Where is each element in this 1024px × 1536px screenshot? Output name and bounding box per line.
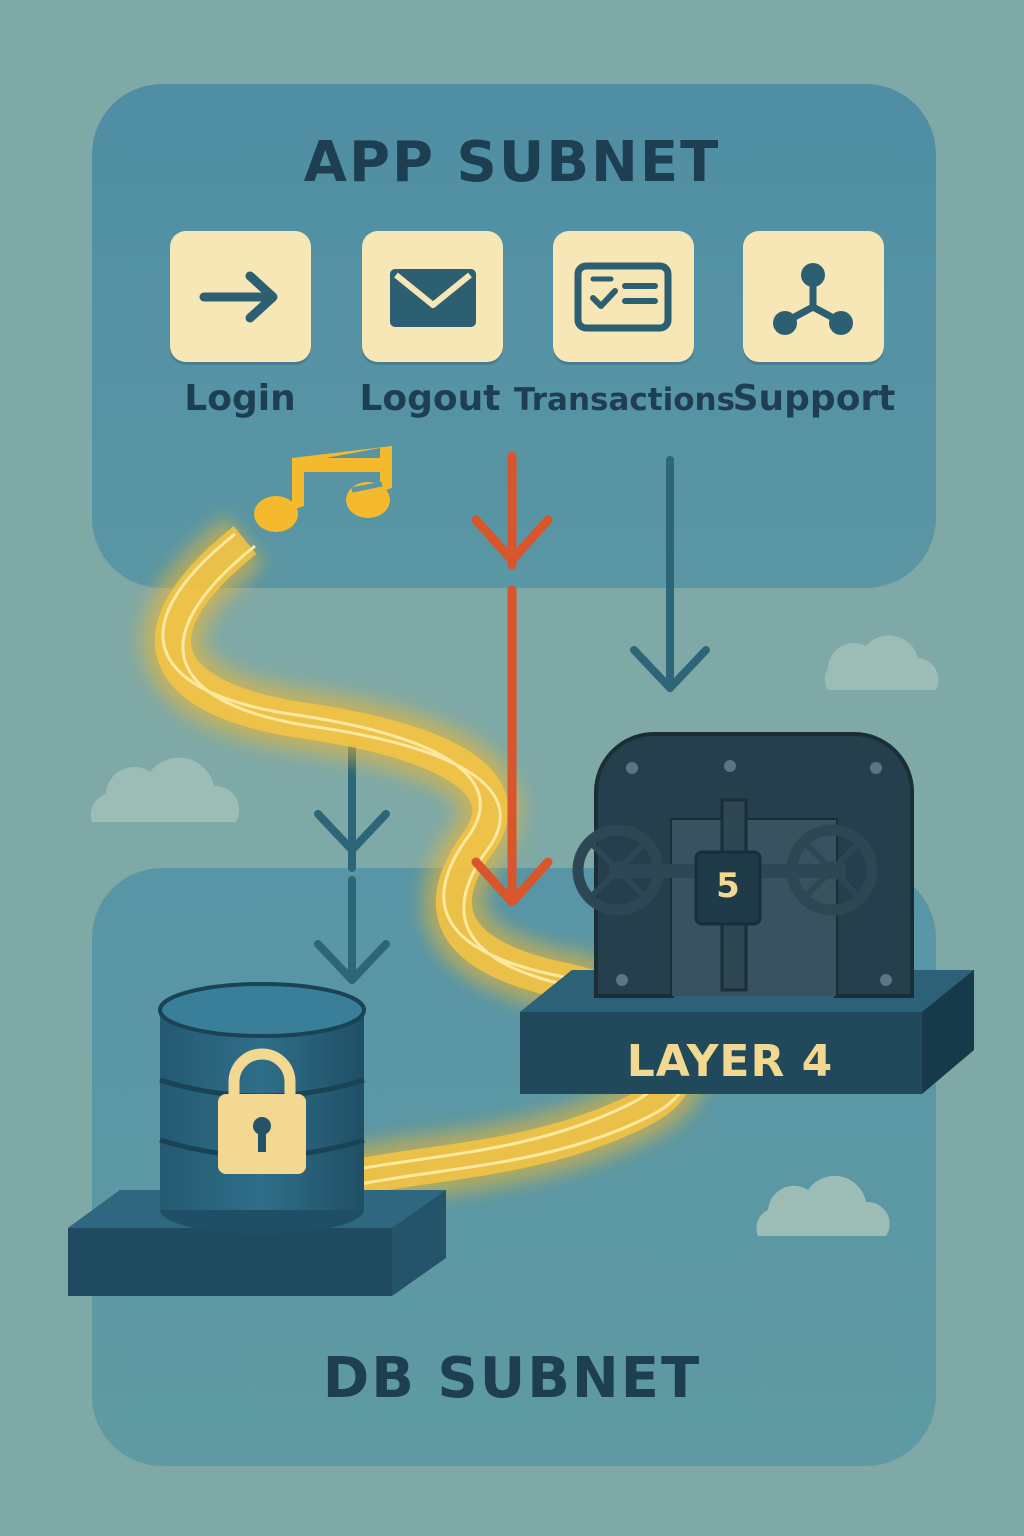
- cloud-icon: [90, 757, 240, 822]
- database-lock-icon: [68, 982, 446, 1296]
- transactions-tile[interactable]: [553, 231, 694, 362]
- logout-tile[interactable]: [362, 231, 503, 362]
- transactions-label: Transactions: [514, 382, 736, 418]
- app-subnet-title: APP SUBNET: [303, 130, 721, 195]
- arrow-right-icon: [199, 271, 278, 323]
- teal-arrow-db: [314, 742, 390, 984]
- cloud-icon: [756, 1175, 890, 1236]
- teal-arrow-support: [630, 456, 710, 692]
- red-arrow: [471, 451, 553, 907]
- layer-4-label: LAYER 4: [626, 1036, 834, 1087]
- login-label: Login: [184, 378, 296, 419]
- valve-gateway-icon: [520, 732, 974, 1094]
- logout-label: Logout: [359, 378, 501, 419]
- db-subnet-title: DB SUBNET: [322, 1346, 702, 1411]
- envelope-icon: [390, 269, 476, 327]
- valve-number: 5: [716, 866, 740, 906]
- music-note-icon: [254, 446, 392, 532]
- support-tile[interactable]: [743, 231, 884, 362]
- support-label: Support: [732, 378, 896, 419]
- login-tile[interactable]: [170, 231, 311, 362]
- card-checklist-icon: [574, 262, 672, 332]
- cloud-icon: [824, 635, 939, 690]
- network-nodes-icon: [773, 263, 853, 335]
- data-stream: [142, 515, 708, 1211]
